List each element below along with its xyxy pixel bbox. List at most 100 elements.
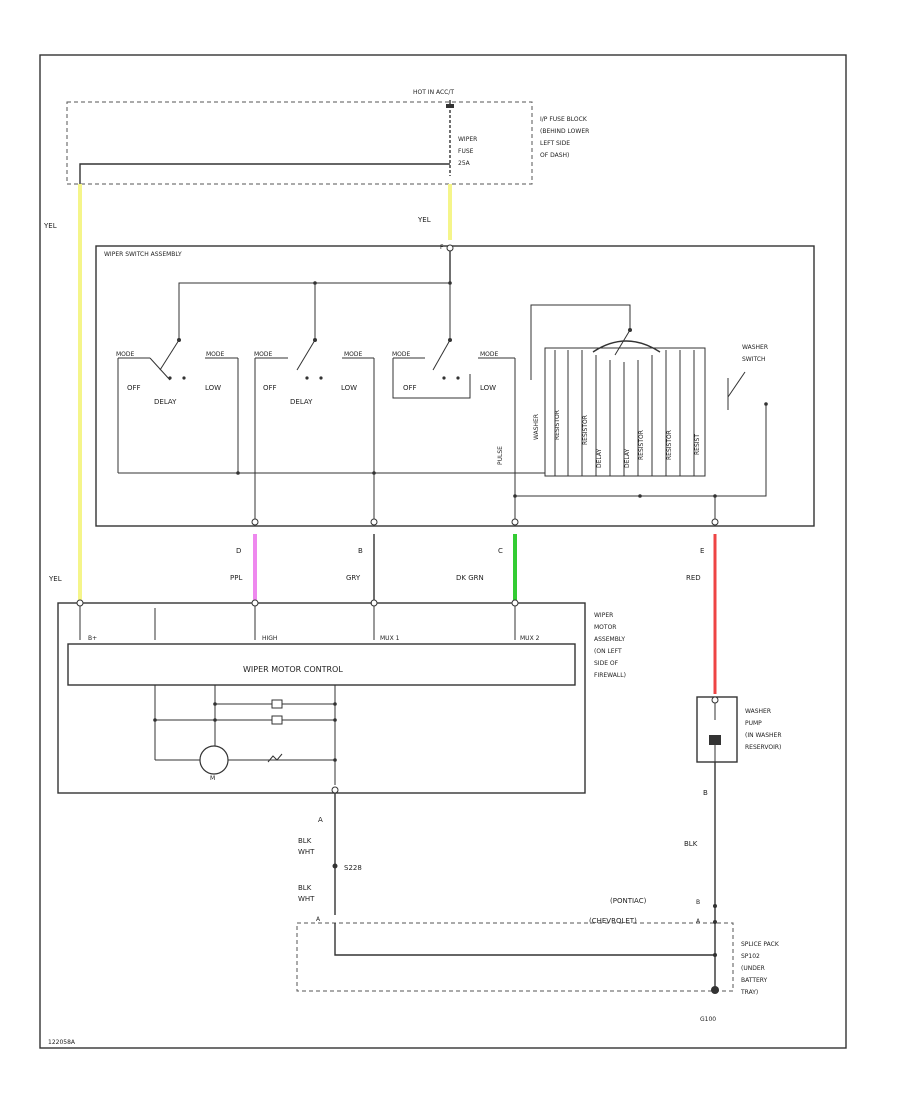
- svg-text:DELAY: DELAY: [596, 448, 603, 468]
- splice-pack-label-1: SPLICE PACK: [741, 941, 780, 948]
- junction-dot: [313, 281, 317, 285]
- washer-switch-label-2: SWITCH: [742, 356, 766, 363]
- fuse-output-bus: [79, 163, 450, 184]
- motor-assembly-label-6: FIREWALL): [594, 672, 626, 679]
- terminal-d: [251, 518, 259, 526]
- svg-text:RESISTOR: RESISTOR: [554, 410, 561, 440]
- fuse-block-label-4: OF DASH): [540, 152, 569, 159]
- motor-terminal-high: [251, 599, 259, 607]
- svg-text:MODE: MODE: [206, 351, 225, 358]
- switch1-low-label: LOW: [205, 384, 221, 392]
- junction-dot: [513, 494, 517, 498]
- wiper-motor-control-box: [67, 643, 576, 686]
- delay-resistor-ladder: RESISTOR RESISTOR DELAY DELAY RESISTOR R…: [497, 304, 706, 477]
- fuse-label-2: FUSE: [458, 148, 474, 155]
- motor-terminal-a: [331, 786, 339, 794]
- wiper-switch-assembly-box: [95, 245, 815, 527]
- hot-in-acc-label: HOT IN ACC/T: [413, 89, 454, 96]
- svg-text:WASHER: WASHER: [533, 414, 540, 440]
- blk-wht-1-label-a: BLK: [298, 837, 312, 845]
- fuse-top-cap: [446, 104, 454, 108]
- motor-terminal-bplus: [76, 599, 84, 607]
- diagram-id: 122058A: [48, 1039, 76, 1046]
- terminal-b: [370, 518, 378, 526]
- pin-f-switch: F: [440, 244, 444, 251]
- junction-dot: [448, 281, 452, 285]
- mux1-label: MUX 1: [380, 635, 400, 642]
- splice-pack-label-5: TRAY): [740, 989, 758, 996]
- switch2-low-label: LOW: [341, 384, 357, 392]
- svg-text:MODE: MODE: [344, 351, 363, 358]
- wiper-motor-assembly-box: [57, 602, 586, 794]
- motor-terminal-mux2: [511, 599, 519, 607]
- motor-pin-a-label: A: [318, 816, 323, 824]
- fuse-block-label-3: LEFT SIDE: [540, 140, 570, 147]
- splice-pack-outline: [296, 922, 734, 992]
- fuse-block-label-2: (BEHIND LOWER: [540, 128, 589, 135]
- splice-pack-label-2: SP102: [741, 953, 760, 960]
- pump-pin-b-label: B: [703, 789, 708, 797]
- motor-assembly-label-4: (ON LEFT: [594, 648, 622, 655]
- washer-pump-label-1: WASHER: [745, 708, 771, 715]
- motor-assembly-label-1: WIPER: [594, 612, 613, 619]
- mux2-label: MUX 2: [520, 635, 540, 642]
- motor-internal-circuit: M: [153, 685, 337, 785]
- switch-group-2: MODE MODE OFF LOW DELAY: [254, 338, 375, 473]
- washer-pump-label-3: (IN WASHER: [745, 732, 782, 739]
- svg-text:MODE: MODE: [254, 351, 273, 358]
- svg-text:RESIST: RESIST: [694, 434, 701, 455]
- junction-dot: [236, 471, 240, 475]
- ground-g100-label: G100: [700, 1016, 716, 1023]
- bplus-label: B+: [88, 635, 97, 642]
- terminal-e: [711, 518, 719, 526]
- splice-bus: [334, 923, 715, 956]
- splice-pack-label-3: (UNDER: [741, 965, 765, 972]
- switch3-off-label: OFF: [403, 384, 417, 392]
- diagram-frame: [39, 54, 847, 1049]
- svg-text:RESISTOR: RESISTOR: [582, 415, 589, 445]
- splice-pack-label-4: BATTERY: [741, 977, 768, 984]
- blk-label: BLK: [684, 840, 698, 848]
- motor-assembly-label-3: ASSEMBLY: [594, 636, 625, 643]
- switch-input-terminal: [446, 244, 454, 252]
- junction-dot: [713, 904, 717, 908]
- switch-group-1: MODE MODE OFF LOW DELAY: [116, 338, 239, 473]
- switch2-off-label: OFF: [263, 384, 277, 392]
- pin-d-label: D: [236, 547, 241, 555]
- svg-text:RESISTOR: RESISTOR: [638, 430, 645, 460]
- switch1-delay-label: DELAY: [154, 398, 177, 406]
- pump-motor-symbol: [709, 735, 721, 745]
- yel-right-label: YEL: [417, 216, 431, 224]
- svg-text:RESISTOR: RESISTOR: [666, 430, 673, 460]
- pin-e-label: E: [700, 547, 704, 555]
- switch3-low-label: LOW: [480, 384, 496, 392]
- splice-s228-label: S228: [344, 864, 362, 872]
- washer-switch: WASHER SWITCH: [515, 344, 768, 520]
- fuse-label-1: WIPER: [458, 136, 477, 143]
- washer-pump-label-2: PUMP: [745, 720, 762, 727]
- splice-s228: [332, 863, 338, 869]
- red-label: RED: [686, 574, 701, 582]
- svg-text:PULSE: PULSE: [497, 446, 504, 465]
- pin-b-label: B: [358, 547, 363, 555]
- motor-assembly-label-5: SIDE OF: [594, 660, 619, 667]
- pontiac-label: (PONTIAC): [610, 897, 647, 905]
- terminal-c: [511, 518, 519, 526]
- washer-pump-label-4: RESERVOIR): [745, 744, 781, 751]
- switch-top-bus: [178, 282, 450, 340]
- splice-pin-b: B: [696, 899, 700, 906]
- svg-text:DELAY: DELAY: [624, 448, 631, 468]
- chevrolet-label: (CHEVROLET): [589, 917, 637, 925]
- svg-text:MODE: MODE: [480, 351, 499, 358]
- ppl-label: PPL: [230, 574, 242, 582]
- motor-control-label: WIPER MOTOR CONTROL: [243, 665, 343, 674]
- fuse-block-label-1: I/P FUSE BLOCK: [540, 116, 588, 123]
- dk-grn-label: DK GRN: [456, 574, 484, 582]
- wiper-switch-assembly-label: WIPER SWITCH ASSEMBLY: [104, 251, 182, 258]
- yel-left-label: YEL: [43, 222, 57, 230]
- yel-motor-label: YEL: [48, 575, 62, 583]
- junction-dot: [713, 920, 717, 924]
- high-label: HIGH: [262, 635, 277, 642]
- washer-pump-box: [696, 696, 738, 763]
